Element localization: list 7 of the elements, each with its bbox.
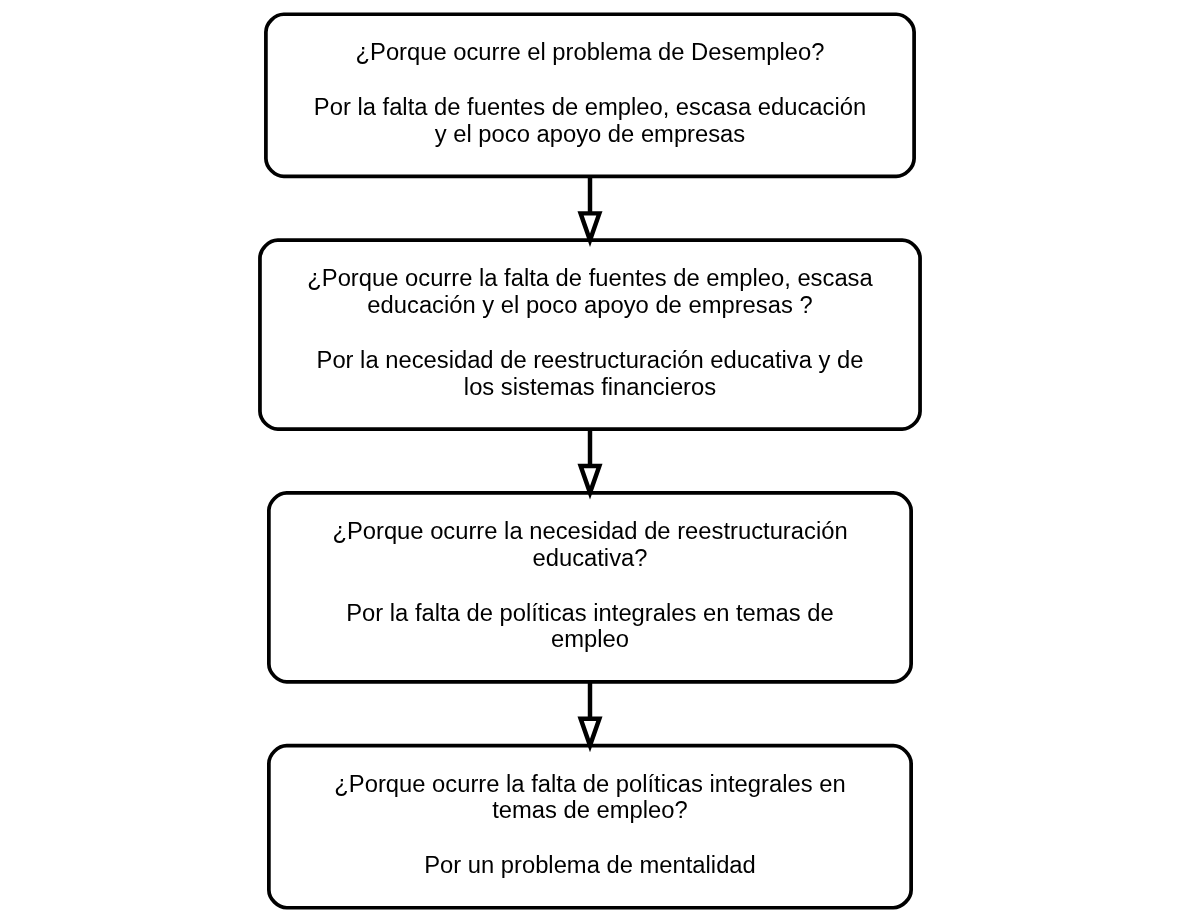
node-box: ¿Porque ocurre la falta de políticas integrales en temas de empleo? Por un problema de mentalidad — [267, 743, 913, 910]
arrow — [577, 176, 603, 247]
node-box: ¿Porque ocurre la necesidad de reestructuración educativa? Por la falta de políticas integrales en temas de empleo — [267, 491, 913, 684]
node-box: ¿Porque ocurre el problema de Desempleo? Por la falta de fuentes de empleo, escasa educación y el poco apoyo de empresas — [264, 12, 916, 179]
arrow — [577, 429, 603, 500]
arrow — [577, 682, 603, 753]
node-box: ¿Porque ocurre la falta de fuentes de empleo, escasa educación y el poco apoyo de empresas ? Por la necesidad de reestructuración educativa y de los sistemas financieros — [258, 238, 922, 431]
